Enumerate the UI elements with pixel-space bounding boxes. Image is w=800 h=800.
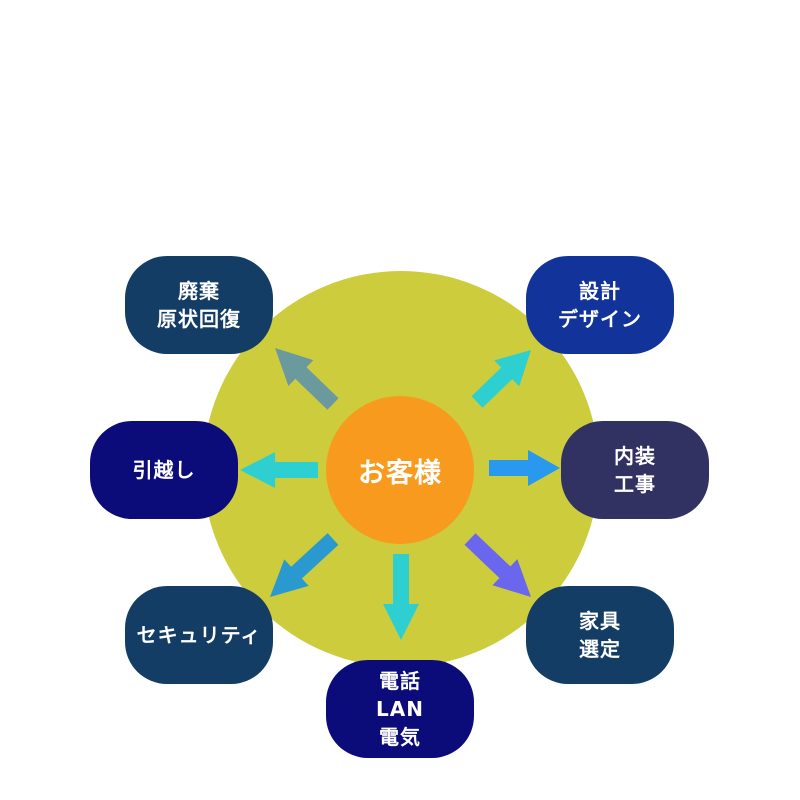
- node-sekkei-line-1: 設計: [579, 279, 621, 303]
- node-naisou[interactable]: 内装 工事: [561, 421, 709, 519]
- node-denwa[interactable]: 電話 LAN 電気: [326, 660, 474, 758]
- node-kagu-line-1: 家具: [579, 609, 621, 633]
- node-security[interactable]: セキュリティ: [125, 586, 273, 684]
- center-label: お客様: [358, 457, 442, 489]
- node-kagu[interactable]: 家具 選定: [526, 586, 674, 684]
- node-sekkei-line-2: デザイン: [558, 307, 642, 331]
- node-haiki-line-1: 廃棄: [178, 279, 220, 303]
- node-sekkei[interactable]: 設計 デザイン: [526, 256, 674, 354]
- node-naisou-line-1: 内装: [614, 444, 656, 468]
- arrow-to-security: [270, 533, 339, 597]
- node-hikkoshi[interactable]: 引越し: [90, 421, 238, 519]
- node-kagu-line-2: 選定: [579, 637, 621, 661]
- node-denwa-line-2: LAN: [376, 697, 424, 721]
- node-denwa-line-3: 電気: [379, 725, 421, 749]
- node-hikkoshi-line-1: 引越し: [132, 458, 196, 482]
- arrow-to-denwa: [383, 554, 419, 640]
- center-customer-circle: お客様: [326, 396, 474, 544]
- node-naisou-line-2: 工事: [614, 472, 656, 496]
- arrow-to-hikkoshi: [240, 452, 318, 488]
- node-haiki-line-2: 原状回復: [157, 307, 241, 331]
- node-denwa-line-1: 電話: [379, 669, 421, 693]
- arrow-to-sekkei: [471, 350, 531, 408]
- node-security-line-1: セキュリティ: [136, 623, 262, 647]
- arrow-to-naisou: [489, 450, 560, 486]
- node-haiki[interactable]: 廃棄 原状回復: [125, 256, 273, 354]
- arrow-to-haiki: [275, 348, 339, 410]
- arrow-to-kagu: [464, 533, 531, 597]
